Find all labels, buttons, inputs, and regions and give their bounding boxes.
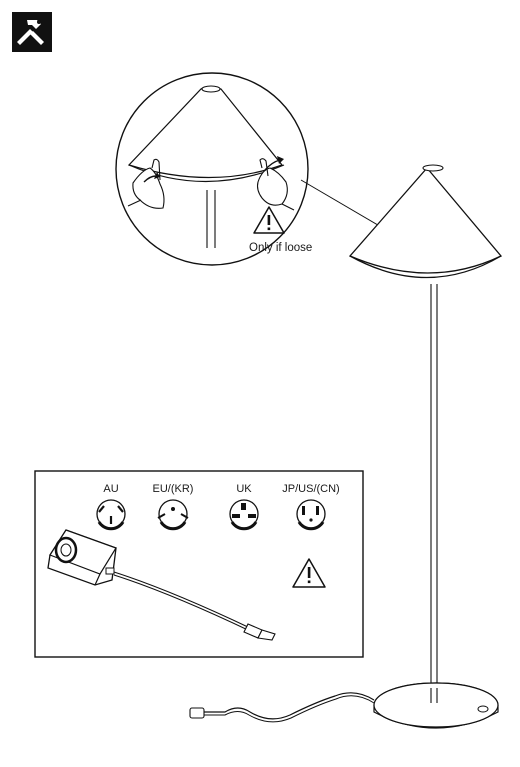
leader-line	[300, 179, 389, 232]
uk-plug-icon	[229, 499, 259, 531]
zoom-detail-circle	[115, 72, 309, 266]
eu-kr-plug-icon	[157, 499, 189, 531]
jp-us-cn-plug-icon	[296, 499, 326, 531]
hammer-screwdriver-icon	[12, 12, 52, 52]
plug-label-eu-kr: EU/(KR)	[153, 483, 194, 495]
warning-triangle-icon	[292, 558, 326, 588]
power-adapter	[47, 529, 117, 586]
barrel-connector-icon	[243, 623, 276, 641]
power-supply-panel: AU EU/(KR) UK JP/US/(CN)	[34, 470, 364, 658]
au-plug-icon	[96, 499, 126, 531]
plug-label-au: AU	[103, 483, 118, 495]
callout-note: Only if loose	[249, 242, 312, 254]
plug-label-jp-us-cn: JP/US/(CN)	[282, 483, 339, 495]
warning-triangle-icon	[253, 206, 285, 234]
floor-lamp	[189, 164, 503, 729]
plug-label-uk: UK	[236, 483, 252, 495]
